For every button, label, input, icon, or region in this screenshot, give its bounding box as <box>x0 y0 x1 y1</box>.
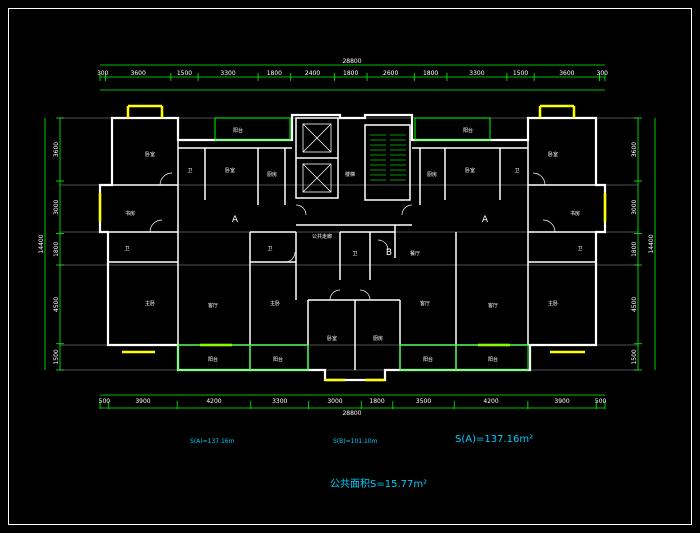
top-dim-label: 1500 <box>177 70 192 77</box>
area-public: 公共面积S=15.77m² <box>330 478 427 490</box>
unit-label-a-left: A <box>232 215 239 225</box>
top-ticks <box>99 73 606 81</box>
bottom-dim-label: 3900 <box>554 398 569 405</box>
left-dim-label: 3000 <box>53 199 60 214</box>
room-balcony-s3: 阳台 <box>423 356 433 363</box>
top-dim-label: 3600 <box>559 70 574 77</box>
side-total-right: 14400 <box>648 234 655 253</box>
room-living-b: 客厅 <box>420 300 430 307</box>
left-dim-label: 3600 <box>53 142 60 157</box>
bottom-dim-label: 3000 <box>327 398 342 405</box>
unit-label-b: B <box>386 248 392 258</box>
left-dimension-labels: 3600 3000 1800 4500 1500 <box>53 142 60 365</box>
overall-width-bottom: 28800 <box>342 410 361 417</box>
dimension-lines <box>44 64 656 409</box>
room-bedroom-a2: 卧室 <box>465 167 475 174</box>
room-balcony-n2: 阳台 <box>463 127 473 134</box>
room-bath-b: 卫 <box>267 246 272 252</box>
room-master-b: 主卧 <box>270 300 280 307</box>
interior-walls <box>108 117 596 370</box>
bottom-dimension-labels: 500 3900 4200 3300 3000 1800 3500 4200 3900 500 <box>99 398 607 405</box>
room-bedroom-ne: 卧室 <box>548 151 558 158</box>
area-b-small: S(B)=101.10m <box>333 438 378 445</box>
bottom-dim-label: 3300 <box>272 398 287 405</box>
right-dim-label: 4500 <box>631 297 638 312</box>
room-study-e: 书房 <box>570 210 580 217</box>
balconies <box>177 117 529 371</box>
room-bedroom-b: 卧室 <box>327 335 337 342</box>
right-dimension-labels: 3600 3000 1800 4500 1500 <box>631 142 638 365</box>
left-dim-label: 1800 <box>53 241 60 256</box>
bottom-dim-label: 500 <box>595 398 607 405</box>
room-balcony-s2: 阳台 <box>273 356 283 363</box>
top-dim-label: 300 <box>97 70 109 77</box>
top-dim-label: 2600 <box>383 70 398 77</box>
bottom-dim-label: 4200 <box>206 398 221 405</box>
side-total-left: 14400 <box>38 234 45 253</box>
bottom-dim-label: 1800 <box>369 398 384 405</box>
room-bath-a1: 卫 <box>187 168 192 174</box>
room-bath-se: 卫 <box>577 246 582 252</box>
room-corridor: 公共走廊 <box>312 233 332 240</box>
bottom-dim-label: 4200 <box>483 398 498 405</box>
room-kitchen-a1: 厨房 <box>267 171 277 178</box>
doors <box>149 172 556 301</box>
bottom-dim-label: 500 <box>99 398 111 405</box>
room-study-w: 书房 <box>125 210 135 217</box>
top-dim-label: 300 <box>597 70 609 77</box>
room-bath-a2: 卫 <box>514 168 519 174</box>
room-living-a2: 客厅 <box>488 302 498 309</box>
right-dim-label: 3600 <box>631 142 638 157</box>
room-kitchen-b: 厨房 <box>373 335 383 342</box>
top-dim-label: 1800 <box>343 70 358 77</box>
bottom-ticks <box>99 401 606 409</box>
stair-treads <box>370 134 406 181</box>
room-dining-b: 餐厅 <box>410 250 420 257</box>
left-dim-label: 4500 <box>53 297 60 312</box>
left-dim-label: 1500 <box>53 349 60 364</box>
bottom-dim-label: 3500 <box>416 398 431 405</box>
room-balcony-n1: 阳台 <box>233 127 243 134</box>
top-dim-label: 3300 <box>220 70 235 77</box>
room-bedroom-a1: 卧室 <box>225 167 235 174</box>
room-bath-sw: 卫 <box>124 246 129 252</box>
bottom-dim-label: 3900 <box>135 398 150 405</box>
elevator-shafts <box>302 123 332 193</box>
room-kitchen-a2: 厨房 <box>427 171 437 178</box>
right-dim-label: 1500 <box>631 349 638 364</box>
area-a-small: S(A)=137.16m <box>190 438 235 445</box>
top-dim-label: 3300 <box>469 70 484 77</box>
room-master-w: 主卧 <box>145 300 155 307</box>
top-dim-label: 1800 <box>423 70 438 77</box>
room-living-a1: 客厅 <box>208 302 218 309</box>
area-a-big: S(A)=137.16m² <box>455 434 533 445</box>
right-dim-label: 3000 <box>631 199 638 214</box>
room-balcony-s1: 阳台 <box>208 356 218 363</box>
drawing-frame <box>8 8 692 525</box>
top-dim-label: 1800 <box>267 70 282 77</box>
room-stair: 楼梯 <box>345 171 355 178</box>
right-dim-label: 1800 <box>631 241 638 256</box>
overall-width-top: 28800 <box>342 58 361 65</box>
room-bedroom-nw: 卧室 <box>145 151 155 158</box>
top-dimension-labels: 300 3600 1500 3300 1800 2400 1800 2600 1800 3300 1… <box>97 70 608 77</box>
room-master-e: 主卧 <box>548 300 558 307</box>
room-bath-b2: 卫 <box>352 251 357 257</box>
top-dim-label: 3600 <box>131 70 146 77</box>
top-dim-label: 1500 <box>513 70 528 77</box>
top-dim-label: 2400 <box>305 70 320 77</box>
windows <box>98 104 607 382</box>
room-balcony-s4: 阳台 <box>488 356 498 363</box>
unit-label-a-right: A <box>482 215 489 225</box>
exterior-walls <box>98 113 607 382</box>
